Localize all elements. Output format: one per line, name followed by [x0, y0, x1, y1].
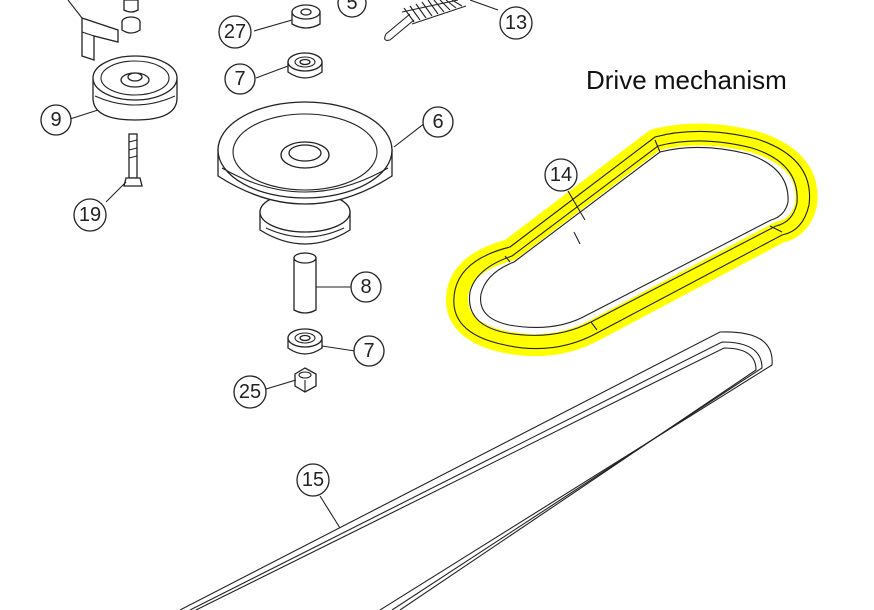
callout-label: 8 [360, 276, 371, 298]
callout-leaders [67, 0, 586, 529]
belt-14-highlighted [446, 123, 818, 357]
bearing-7-top [287, 52, 323, 79]
callout-label: 13 [505, 12, 527, 34]
callout-6: 6 [422, 106, 454, 138]
callout-13: 13 [499, 6, 533, 40]
small-cylinder-part [121, 0, 141, 34]
spring-13 [384, 0, 467, 41]
callout-19: 19 [73, 198, 107, 232]
callout-label: 7 [363, 340, 374, 362]
callout-15: 15 [296, 463, 330, 497]
callout-7-top: 7 [224, 63, 256, 95]
bracket-part [81, 17, 119, 61]
callout-label: 7 [234, 68, 245, 90]
callout-14: 14 [544, 158, 578, 192]
callout-9: 9 [40, 104, 72, 136]
callout-25: 25 [233, 375, 267, 409]
callout-label: 25 [239, 381, 261, 403]
drive-pulley-6 [217, 101, 393, 245]
callout-label: 19 [79, 204, 101, 226]
spacer-27 [291, 4, 321, 29]
idler-pulley-9 [92, 55, 178, 121]
callout-label: 5 [346, 0, 357, 14]
callout-7-bottom: 7 [353, 335, 385, 367]
belt-15 [179, 331, 773, 610]
callout-label: 14 [550, 164, 572, 186]
bearing-7-bottom [287, 328, 323, 355]
callout-label: 6 [432, 111, 443, 133]
shaft-8 [293, 252, 317, 314]
callout-27: 27 [218, 15, 252, 49]
callout-5: 5 [337, 0, 367, 18]
nut-25 [294, 367, 317, 393]
callout-8: 8 [350, 271, 382, 303]
diagram-title: Drive mechanism [586, 65, 787, 95]
callout-label: 27 [224, 21, 246, 43]
bolt-19 [123, 133, 143, 187]
callout-label: 9 [50, 109, 61, 131]
callout-label: 15 [302, 469, 324, 491]
